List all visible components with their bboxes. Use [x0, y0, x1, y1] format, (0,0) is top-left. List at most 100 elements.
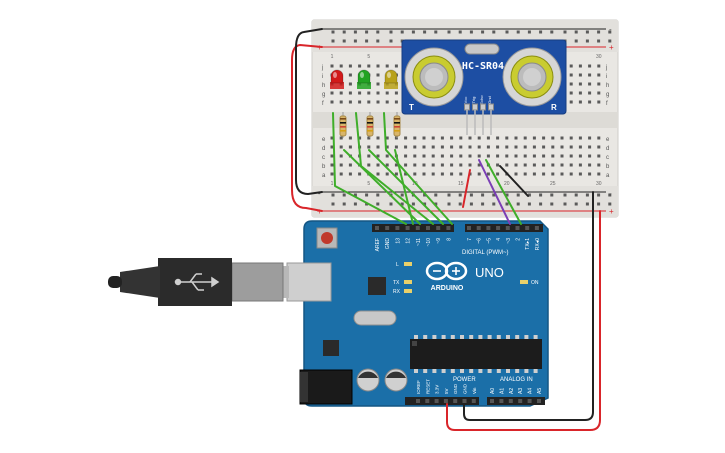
row-letter: h: [322, 83, 325, 89]
digital-pin[interactable]: [436, 226, 441, 230]
digital-pin[interactable]: [426, 226, 430, 230]
column-number: 10: [412, 181, 418, 187]
digital-pin-label: 7: [467, 238, 473, 241]
analog-pin-label: A0: [490, 388, 496, 394]
usb-connector: [283, 262, 332, 302]
usb-cable: [108, 258, 284, 306]
analog-pin-label: A2: [509, 388, 515, 394]
digital-pin-header: [372, 224, 543, 232]
row-letter: b: [606, 164, 610, 170]
sensor-receiver-label: R: [551, 103, 557, 112]
power-pin[interactable]: [425, 399, 430, 403]
digital-pin-label: 13: [395, 238, 401, 244]
analog-pin[interactable]: [508, 399, 513, 403]
analog-pin-label: A3: [518, 388, 524, 394]
power-pin-label: GND: [463, 383, 468, 394]
analog-pin-label: A1: [499, 388, 505, 394]
sensor-pin-label: Vcc: [463, 97, 468, 104]
digital-pin[interactable]: [496, 226, 501, 230]
column-number: 30: [596, 181, 602, 187]
sensor-pin: [480, 103, 486, 111]
digital-pin[interactable]: [486, 226, 491, 230]
tx-led: [404, 280, 412, 284]
wire-green-led-red-cathode: [343, 149, 421, 225]
analog-pin-label: A4: [528, 388, 534, 394]
row-letter: b: [322, 164, 326, 170]
row-letter: h: [606, 83, 609, 89]
digital-pin-label: ~3: [506, 238, 512, 244]
sensor-pin: [464, 103, 470, 111]
l-led-label: L: [396, 262, 399, 268]
led-yellow: [384, 69, 398, 89]
digital-pin-label: ~10: [426, 238, 432, 247]
digital-pin[interactable]: [375, 226, 379, 230]
digital-pin[interactable]: [476, 226, 481, 230]
receiver-transducer: [502, 47, 562, 107]
power-pin-label: 3.3V: [435, 385, 440, 394]
digital-pin-label: 4: [496, 238, 502, 241]
row-letter: e: [606, 137, 610, 143]
row-letter: j: [605, 65, 607, 71]
analog-pin[interactable]: [518, 399, 523, 403]
digital-pin-label: RX◂0: [535, 238, 541, 250]
led-green: [357, 69, 371, 89]
row-letter: j: [321, 65, 323, 71]
power-pin[interactable]: [471, 399, 476, 403]
resistor: [393, 112, 401, 138]
tx-led-label: TX: [393, 280, 400, 286]
reset-button[interactable]: [316, 227, 338, 249]
column-number: 15: [458, 181, 464, 187]
digital-pin[interactable]: [405, 226, 410, 230]
analog-pin-label: A5: [537, 388, 543, 394]
digital-pin[interactable]: [446, 226, 451, 230]
wire-green-led-yellow-anode: [383, 112, 453, 225]
analog-pin[interactable]: [527, 399, 532, 403]
sensor-pin: [488, 103, 494, 111]
power-pin[interactable]: [443, 399, 448, 403]
power-pin[interactable]: [462, 399, 467, 403]
wire-black-sensor-gnd: [499, 165, 529, 197]
digital-pin[interactable]: [395, 226, 400, 230]
analog-pin[interactable]: [490, 399, 494, 403]
resistor: [339, 112, 347, 138]
column-number: 20: [504, 181, 510, 187]
digital-pin[interactable]: [415, 226, 420, 230]
row-letter: d: [322, 146, 325, 152]
on-led-label: ON: [531, 280, 539, 286]
wire-black-gnd: [463, 191, 594, 421]
svg-text:-: -: [318, 189, 321, 198]
digital-pin[interactable]: [515, 226, 520, 230]
arduino-model: UNO: [475, 265, 504, 280]
column-number: 30: [596, 54, 602, 60]
on-led: [520, 280, 528, 284]
digital-pin-label: AREF: [375, 238, 381, 251]
digital-pin[interactable]: [505, 226, 510, 230]
digital-pin-label: ~6: [477, 238, 483, 244]
power-pin[interactable]: [416, 399, 420, 403]
digital-pin-label: ~11: [416, 238, 422, 246]
power-pin-label: IOREF: [416, 380, 421, 394]
arduino-brand: ARDUINO: [431, 285, 464, 292]
analog-pin[interactable]: [499, 399, 504, 403]
power-header-label: POWER: [453, 377, 476, 383]
power-pin[interactable]: [434, 399, 439, 403]
column-number: 5: [367, 181, 370, 187]
svg-text:-: -: [609, 189, 612, 198]
sensor-pin-label: Echo: [479, 95, 484, 105]
wire-black-rail-left: [295, 28, 323, 195]
digital-pin-label: TX▸1: [525, 238, 531, 250]
power-pin[interactable]: [453, 399, 458, 403]
svg-text:-: -: [609, 25, 612, 34]
digital-pin[interactable]: [525, 226, 530, 230]
digital-pin-label: ~9: [436, 238, 442, 244]
digital-pin[interactable]: [385, 226, 390, 230]
row-letter: f: [606, 101, 608, 107]
row-letter: a: [322, 173, 326, 179]
digital-pin[interactable]: [467, 226, 471, 230]
digital-pin[interactable]: [534, 226, 539, 230]
wire-green-echo: [485, 159, 522, 225]
led-group: [330, 69, 401, 138]
analog-header-label: ANALOG IN: [500, 377, 533, 383]
analog-pin[interactable]: [537, 399, 541, 403]
